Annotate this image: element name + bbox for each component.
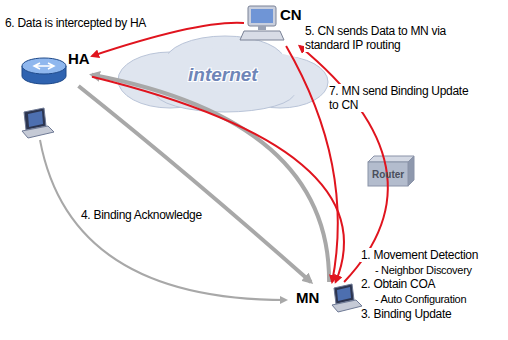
laptop-old-position — [22, 108, 54, 138]
step-label: - Auto Configuration — [374, 292, 467, 306]
access-router — [368, 156, 414, 186]
message-arrow — [79, 86, 311, 282]
network-cloud: internet — [118, 38, 328, 112]
node-label: internet — [188, 64, 258, 86]
step-label: 4. Binding Acknowledge — [80, 208, 203, 222]
router-box: Router — [368, 162, 408, 186]
ha-router — [22, 58, 66, 84]
step-label: 1. Movement Detection — [360, 248, 479, 262]
step-label: 7. MN send Binding Update to CN — [328, 84, 480, 112]
home-agent-node: HA — [20, 50, 92, 86]
step-label: - Neighbor Discovery — [374, 263, 473, 277]
node-label: CN — [280, 6, 302, 23]
mn-laptop — [332, 284, 362, 312]
move-arrow — [40, 140, 286, 300]
step-label: 6. Data is intercepted by HA — [4, 16, 147, 30]
host-node: CN — [244, 4, 304, 46]
cn-computer — [240, 6, 284, 40]
step-label: 2. Obtain COA — [360, 277, 436, 291]
step-label: 5. CN sends Data to MN via standard IP r… — [304, 24, 466, 52]
message-arrow — [92, 77, 344, 282]
step-label: 3. Binding Update — [360, 307, 452, 321]
mobile-node: MN — [294, 282, 364, 314]
message-arrow — [92, 75, 329, 282]
node-label: MN — [296, 289, 319, 306]
node-label: HA — [68, 50, 90, 67]
internet-cloud — [118, 36, 328, 112]
message-arrow — [286, 46, 338, 282]
message-arrow — [300, 46, 388, 282]
node-label: Router — [372, 169, 404, 180]
